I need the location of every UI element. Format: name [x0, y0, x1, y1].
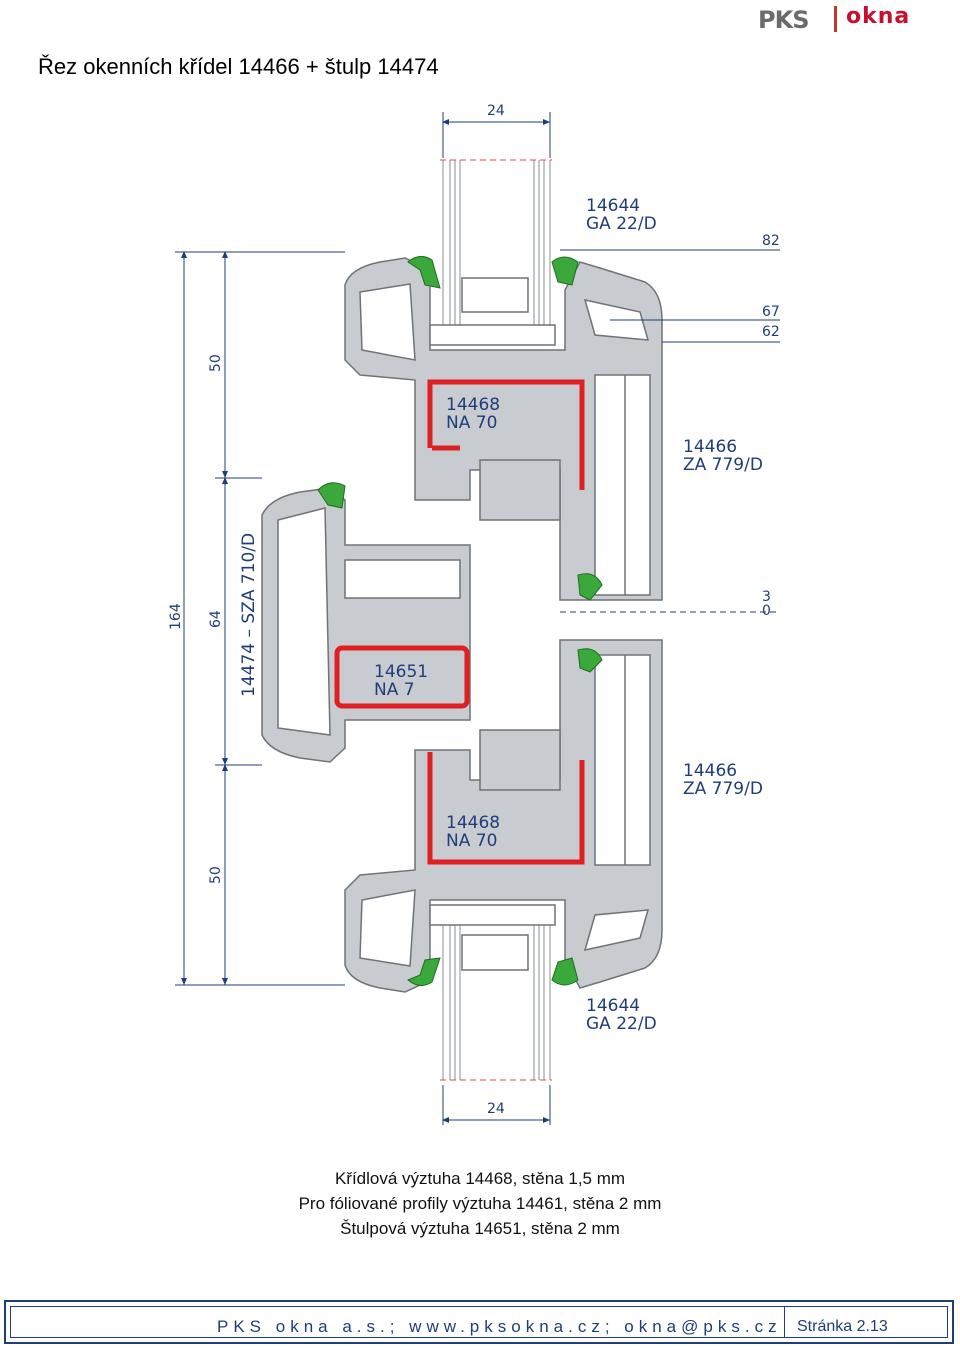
footer-contact: PKS okna a.s.; www.pksokna.cz; okna@pks.…: [217, 1317, 782, 1336]
reinforcement-bottom: [427, 752, 585, 865]
dim-top-24-label: 24: [487, 103, 505, 119]
reinforcement-notes: Křídlová výztuha 14468, stěna 1,5 mm Pro…: [0, 1166, 960, 1241]
dim-bottom-24-label: 24: [487, 1101, 505, 1117]
upper-sash-profile: [344, 257, 663, 601]
stulp-profile: [261, 459, 561, 791]
dim-right-82: 82: [762, 233, 780, 249]
right-reference-lines: [560, 249, 780, 613]
dim-right-67: 67: [762, 304, 780, 320]
logo-product: okna: [846, 4, 911, 29]
page-footer: PKS okna a.s.; www.pksokna.cz; okna@pks.…: [4, 1300, 954, 1344]
dim-left-64: 64: [208, 610, 224, 628]
note-foil-reinforcement: Pro fóliované profily výztuha 14461, stě…: [298, 1194, 662, 1213]
label-stulp-reinf-name: NA 7: [374, 680, 415, 700]
glass-pane-bottom: [440, 915, 552, 1081]
note-sash-reinforcement: Křídlová výztuha 14468, stěna 1,5 mm: [334, 1169, 626, 1188]
label-glazing-top-name: GA 22/D: [586, 214, 657, 234]
label-stulp-reinf-code: 14651: [374, 662, 428, 682]
label-glazing-bottom-name: GA 22/D: [586, 1014, 657, 1034]
logo-brand: PKS: [758, 6, 809, 34]
label-sash-top-name: ZA 779/D: [683, 455, 763, 475]
label-reinf-top-name: NA 70: [446, 413, 497, 433]
dim-right-3: 3: [762, 589, 771, 605]
footer-divider: [784, 1307, 785, 1337]
dim-right-62: 62: [762, 324, 780, 340]
glass-pane-top: [440, 159, 552, 330]
label-glazing-top-code: 14644: [586, 196, 640, 216]
label-reinf-bottom-name: NA 70: [446, 831, 497, 851]
label-sash-bottom-name: ZA 779/D: [683, 779, 763, 799]
logo-separator: [834, 6, 837, 32]
left-dimensions: [175, 251, 345, 986]
note-stulp-reinforcement: Štulpová výztuha 14651, stěna 2 mm: [340, 1219, 620, 1238]
gaskets: [317, 256, 603, 986]
pks-okna-logo: PKS okna: [756, 4, 916, 34]
stulp-label: 14474 – SZA 710/D: [239, 533, 259, 697]
dim-right-0: 0: [762, 603, 771, 619]
dim-left-50-upper: 50: [208, 354, 224, 372]
footer-page-number: Stránka 2.13: [797, 1318, 888, 1335]
page-title: Řez okenních křídel 14466 + štulp 14474: [38, 54, 439, 79]
label-sash-top-code: 14466: [683, 437, 737, 457]
window-section-drawing: 24 24 82 67 62 3 0 164 50 64 50 14474 – …: [168, 103, 780, 1125]
dim-left-50-lower: 50: [208, 866, 224, 884]
label-glazing-bottom-code: 14644: [586, 996, 640, 1016]
dimension-bottom-24: [442, 1085, 551, 1125]
label-sash-bottom-code: 14466: [683, 761, 737, 781]
reinforcement-top: [427, 379, 585, 490]
dimension-top-24: [442, 112, 551, 158]
label-reinf-bottom-code: 14468: [446, 813, 500, 833]
label-reinf-top-code: 14468: [446, 395, 500, 415]
dim-left-164: 164: [168, 603, 184, 630]
reinforcement-stulp: [334, 645, 470, 709]
